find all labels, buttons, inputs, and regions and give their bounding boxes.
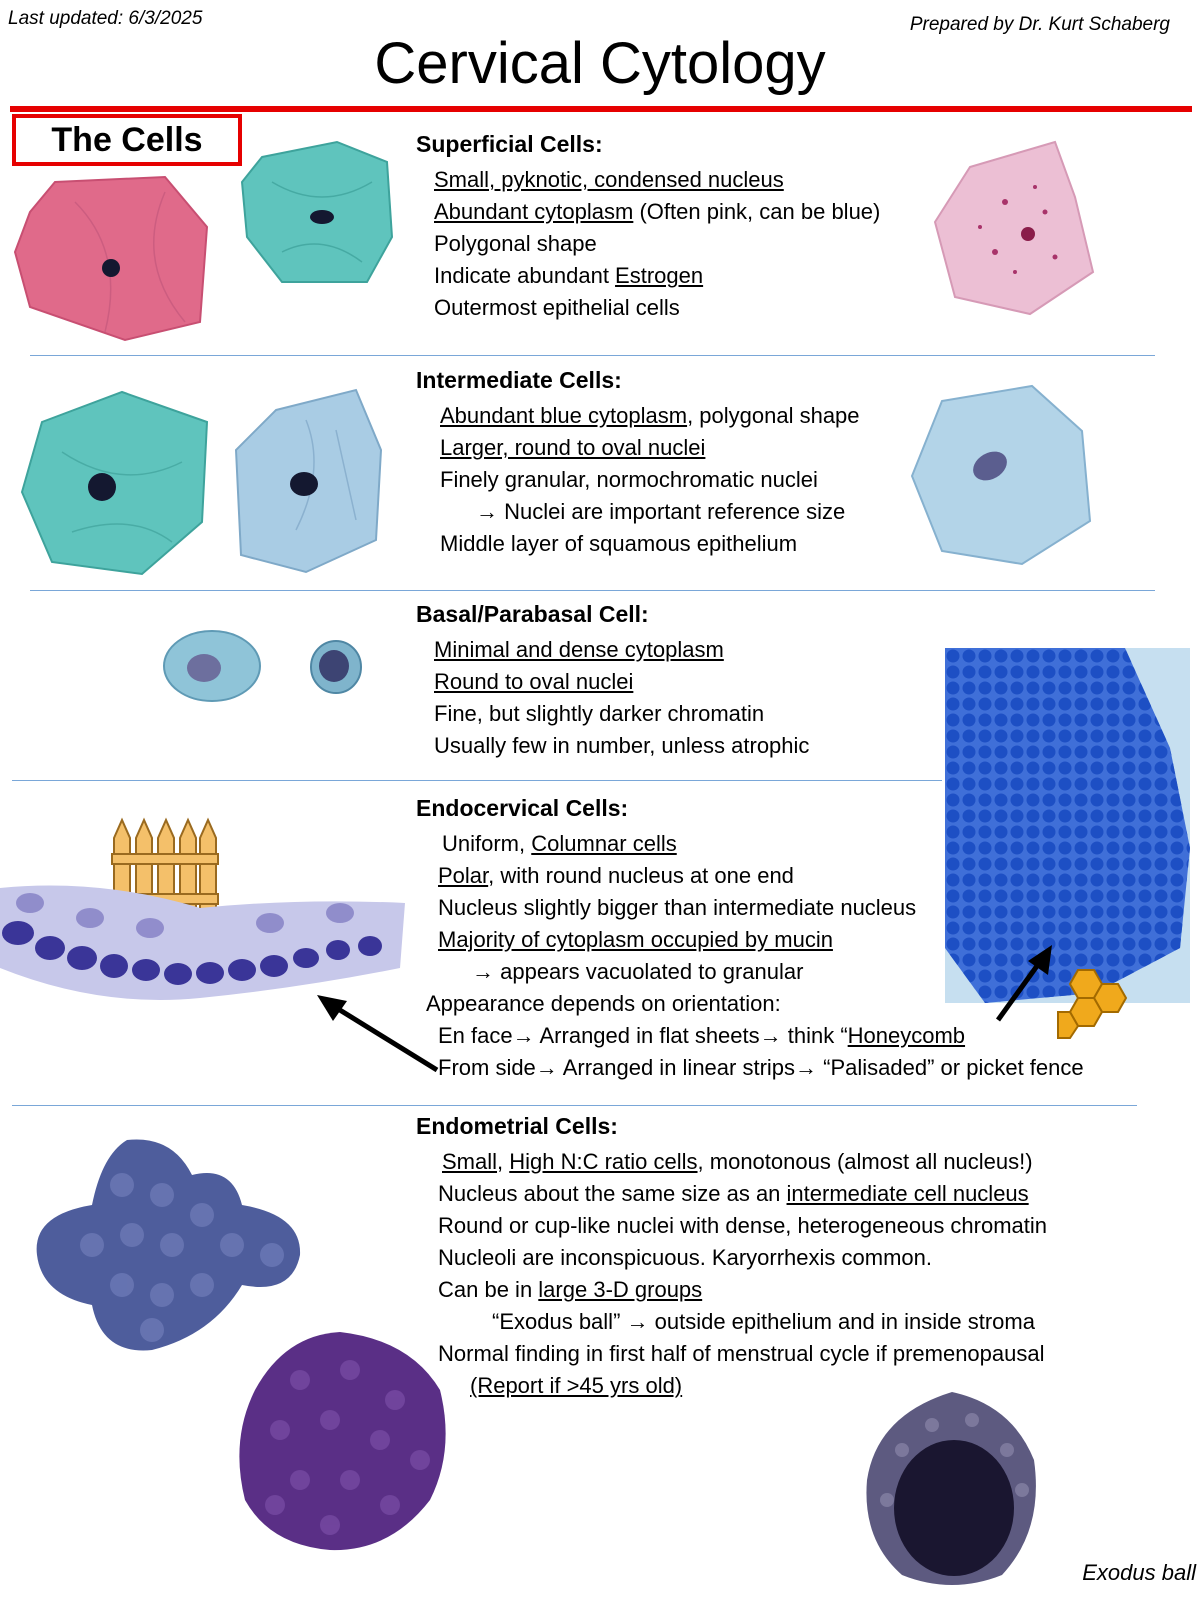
- section-heading: Superficial Cells:: [416, 131, 603, 157]
- separator-line: [12, 780, 942, 781]
- list-item: Round or cup-like nuclei with dense, het…: [438, 1213, 1048, 1238]
- list-item: Can be in large 3-D groups: [438, 1277, 703, 1302]
- section-heading: Endometrial Cells:: [416, 1113, 618, 1139]
- intermediate-cell-teal-image: [20, 390, 209, 576]
- superficial-cell-pink-spotted-image: [933, 140, 1095, 316]
- list-item: Middle layer of squamous epithelium: [440, 531, 798, 556]
- list-item: (Report if >45 yrs old): [470, 1373, 683, 1398]
- list-item: Nucleus slightly bigger than intermediat…: [438, 895, 917, 920]
- section-heading: Basal/Parabasal Cell:: [416, 601, 649, 627]
- honeycomb-icon: [1057, 969, 1128, 1039]
- list-item: → appears vacuolated to granular: [472, 959, 804, 984]
- list-item: Appearance depends on orientation:: [426, 991, 781, 1016]
- basal-parabasal-section: Basal/Parabasal Cell: Minimal and dense …: [416, 598, 809, 762]
- exodus-ball-image: [866, 1392, 1036, 1585]
- list-item: Round to oval nuclei: [434, 669, 634, 694]
- list-item: Nucleus about the same size as an interm…: [438, 1181, 1029, 1206]
- list-item: “Exodus ball” → outside epithelium and i…: [492, 1309, 1035, 1334]
- list-item: Small, High N:C ratio cells, monotonous …: [442, 1149, 1033, 1174]
- list-item: Indicate abundant Estrogen: [434, 263, 704, 288]
- endocervical-honeycomb-image: [945, 648, 1190, 1003]
- superficial-cell-teal-image: [240, 140, 394, 283]
- list-item: Finely granular, normochromatic nuclei: [440, 467, 818, 492]
- separator-line: [30, 590, 1155, 591]
- exodus-ball-caption: Exodus ball: [1082, 1560, 1196, 1585]
- list-item: Abundant blue cytoplasm, polygonal shape: [440, 403, 860, 428]
- section-heading: Endocervical Cells:: [416, 795, 629, 821]
- endometrial-cluster-image: [36, 1139, 301, 1351]
- list-item: Larger, round to oval nuclei: [440, 435, 706, 460]
- list-item: Nucleoli are inconspicuous. Karyorrhexis…: [438, 1245, 932, 1270]
- list-item: Majority of cytoplasm occupied by mucin: [438, 927, 833, 952]
- endocervical-palisade-strip-image: [0, 885, 405, 1000]
- list-item: From side→ Arranged in linear strips→ “P…: [438, 1055, 1084, 1080]
- superficial-cells-section: Superficial Cells: Small, pyknotic, cond…: [416, 128, 880, 324]
- endometrial-cells-section: Endometrial Cells: Small, High N:C ratio…: [416, 1110, 1047, 1402]
- list-item: En face→ Arranged in flat sheets→ think …: [438, 1023, 966, 1048]
- last-updated-date: Last updated: 6/3/2025: [8, 8, 203, 29]
- endometrial-3d-group-image: [239, 1332, 446, 1551]
- basal-cell-image: [310, 640, 362, 694]
- list-item: Small, pyknotic, condensed nucleus: [434, 167, 784, 192]
- endocervical-cells-section: Endocervical Cells: Uniform, Columnar ce…: [416, 792, 1084, 1084]
- list-item: Normal finding in first half of menstrua…: [438, 1341, 1045, 1366]
- arrow-to-palisade-icon: [317, 995, 439, 1073]
- list-item: → Nuclei are important reference size: [476, 499, 846, 524]
- section-heading: Intermediate Cells:: [416, 367, 622, 393]
- separator-line: [30, 355, 1155, 356]
- page-title: Cervical Cytology: [374, 31, 826, 96]
- list-item: Usually few in number, unless atrophic: [434, 733, 810, 758]
- intermediate-cell-blue-image: [910, 384, 1092, 566]
- list-item: Polygonal shape: [434, 231, 597, 256]
- section-label-box: The Cells: [12, 114, 242, 166]
- list-item: Abundant cytoplasm (Often pink, can be b…: [434, 199, 881, 224]
- author-credit: Prepared by Dr. Kurt Schaberg: [909, 14, 1170, 35]
- list-item: Fine, but slightly darker chromatin: [434, 701, 765, 726]
- intermediate-cells-section: Intermediate Cells: Abundant blue cytopl…: [416, 364, 860, 560]
- parabasal-cell-image: [163, 630, 261, 702]
- superficial-cell-pink-image: [13, 175, 209, 342]
- list-item: Minimal and dense cytoplasm: [434, 637, 724, 662]
- separator-line: [12, 1105, 1137, 1106]
- list-item: Uniform, Columnar cells: [442, 831, 677, 856]
- list-item: Polar, with round nucleus at one end: [438, 863, 794, 888]
- title-rule: [10, 106, 1192, 112]
- arrow-to-honeycomb-icon: [995, 945, 1052, 1022]
- intermediate-cell-light-blue-image: [234, 388, 383, 574]
- list-item: Outermost epithelial cells: [434, 295, 680, 320]
